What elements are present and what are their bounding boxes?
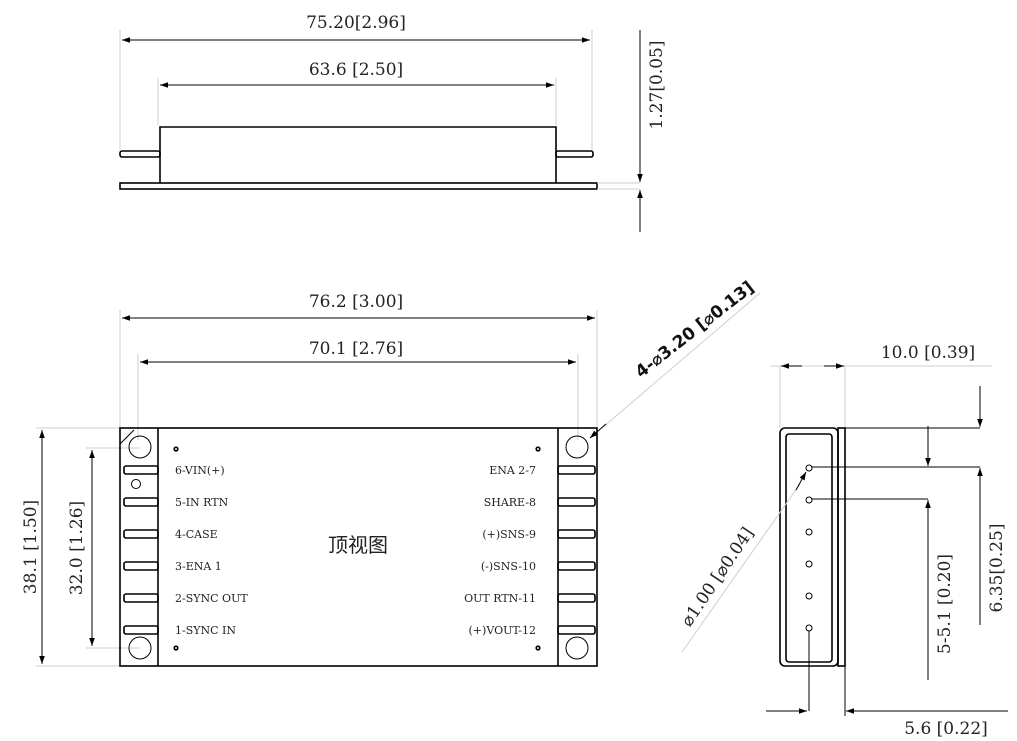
mounting-hole: [128, 636, 152, 660]
mounting-hole: [565, 435, 589, 459]
base-plate-end: [837, 427, 846, 667]
base-plate-profile: [119, 182, 598, 190]
pin-label: 2-SYNC OUT: [175, 592, 248, 605]
pin-label: SHARE-8: [484, 496, 536, 509]
side-profile-view: 75.20[2.96] 63.6 [2.50] 1.27[0.05]: [119, 13, 667, 232]
dimension-mounting-holes: 4-⌀3.20 [⌀0.13]: [632, 278, 758, 383]
pin-label: 5-IN RTN: [175, 496, 229, 509]
mounting-hole: [128, 435, 152, 459]
pin-label: (+)VOUT-12: [469, 624, 536, 637]
dimension-height: 10.0 [0.39]: [881, 343, 975, 363]
pin-label: 4-CASE: [175, 528, 218, 541]
module-end-outline: [779, 427, 839, 667]
pin-label: (+)SNS-9: [482, 528, 536, 541]
view-title: 顶视图: [328, 533, 388, 557]
module-body-profile: [159, 126, 557, 183]
right-pins: [557, 465, 596, 635]
left-pins: [123, 465, 159, 635]
end-view: 10.0 [0.39] 6.35[0.25] 5-5.1 [0.20] ⌀1.0…: [677, 343, 1008, 739]
dimension-body-length: 63.6 [2.50]: [309, 60, 403, 80]
dimension-plate-thickness: 1.27[0.05]: [647, 41, 667, 130]
pin-label: OUT RTN-11: [464, 592, 536, 605]
dimension-pin-pitch: 5-5.1 [0.20]: [935, 554, 955, 654]
dimension-pin-diameter: ⌀1.00 [⌀0.04]: [677, 524, 758, 630]
pin-label: ENA 2-7: [489, 464, 536, 477]
pin-label: 6-VIN(+): [175, 464, 225, 477]
mounting-hole: [565, 636, 589, 660]
pin1-marker: [131, 479, 141, 489]
pin-right-profile: [555, 150, 594, 158]
pin-label: 1-SYNC IN: [175, 624, 236, 637]
dimension-first-pin-offset: 6.35[0.25]: [987, 524, 1007, 613]
pin-label: (-)SNS-10: [481, 560, 536, 573]
dimension-overall-width: 38.1 [1.50]: [21, 500, 41, 594]
pin-left-profile: [119, 150, 161, 158]
end-pins: [805, 464, 813, 632]
pin-label: 3-ENA 1: [175, 560, 222, 573]
dimension-overall-length: 75.20[2.96]: [306, 13, 406, 33]
dimension-hole-spacing-y: 32.0 [1.26]: [67, 501, 87, 595]
module-outline: [119, 427, 598, 667]
dimension-hole-spacing-x: 70.1 [2.76]: [309, 339, 403, 359]
dimension-pin-row-offset: 5.6 [0.22]: [904, 719, 988, 739]
dimension-overall-length: 76.2 [3.00]: [309, 292, 403, 312]
top-view: 76.2 [3.00] 70.1 [2.76] 38.1 [1.50] 32.0…: [21, 278, 761, 667]
